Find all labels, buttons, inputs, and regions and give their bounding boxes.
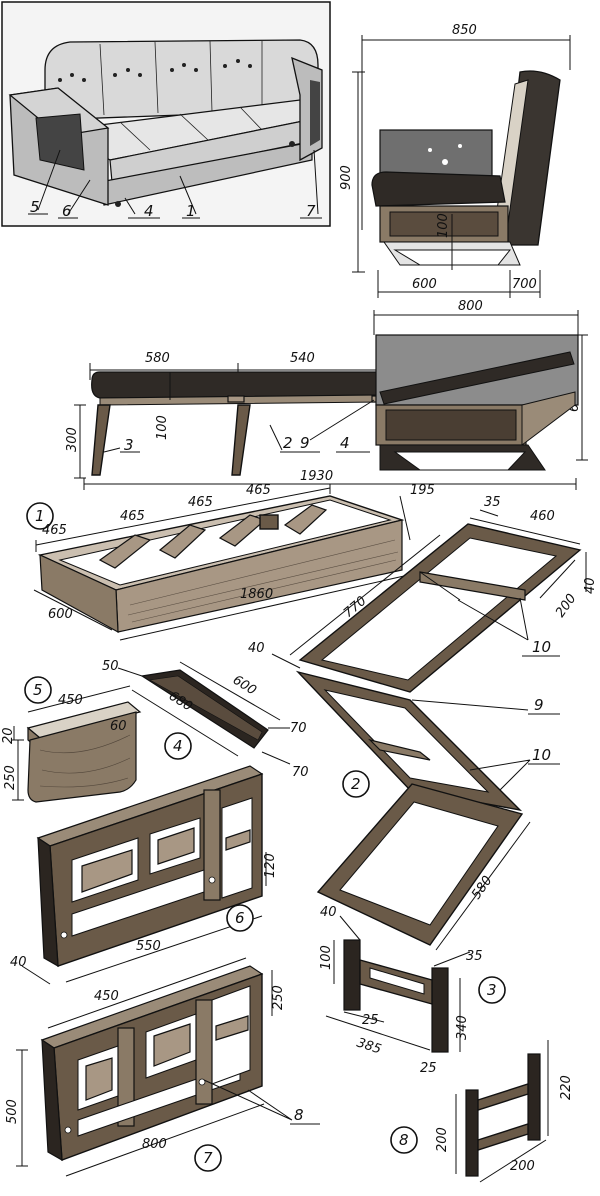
- label-10-a: 10: [532, 638, 551, 656]
- circle-label-2: 2: [351, 775, 361, 793]
- circle-label-5: 5: [33, 681, 43, 699]
- dim-frame8-200-b: 200: [510, 1159, 535, 1174]
- part-3-leg: 40 100 35 25 385 340 25 3: [319, 905, 506, 1076]
- label-4: 4: [144, 202, 154, 220]
- dim-side-100: 100: [436, 213, 451, 238]
- sofa-illustration: 5 6 4 1 7: [1, 1, 331, 227]
- dim-panel-20: 20: [1, 727, 16, 744]
- dim-leg-100: 100: [319, 945, 334, 970]
- dim-70-a: 70: [290, 721, 307, 736]
- circle-label-8: 8: [399, 1131, 409, 1149]
- dim-1860: 1860: [240, 587, 273, 602]
- part-5-armrest-panel: 5 450 60 20 250: [1, 676, 142, 803]
- dim-300: 300: [65, 427, 80, 452]
- dim-sup-600: 600: [230, 673, 259, 699]
- dim-465-a: 465: [42, 523, 67, 538]
- dim-200: 200: [553, 591, 580, 620]
- dim-leg-40: 40: [320, 905, 337, 920]
- dim-340: 340: [455, 1015, 470, 1040]
- dim-700: 700: [512, 277, 537, 292]
- dim-50: 50: [102, 659, 119, 674]
- circle-label-6: 6: [235, 909, 245, 927]
- dim-540: 540: [290, 351, 315, 366]
- dim-unf-100: 100: [155, 415, 170, 440]
- dim-frame6-40: 40: [10, 955, 27, 970]
- dim-frame2-40b: 40: [248, 641, 265, 656]
- circle-label-1: 1: [35, 507, 45, 525]
- label-8: 8: [294, 1106, 304, 1124]
- label-9-b: 9: [534, 696, 544, 714]
- dim-frame1-600: 600: [48, 607, 73, 622]
- dim-465-d: 465: [246, 483, 271, 498]
- label-1: 1: [186, 202, 196, 220]
- label-9-a: 9: [300, 434, 310, 452]
- dim-panel-60: 60: [110, 719, 127, 734]
- dim-195: 195: [410, 483, 435, 498]
- dim-frame7-800: 800: [142, 1137, 167, 1152]
- label-7: 7: [306, 202, 316, 220]
- dim-1930: 1930: [300, 469, 333, 484]
- unfolded-view: 580 540 800 600 300 100 1930 3 2 9: [65, 299, 588, 490]
- dim-220: 220: [559, 1075, 574, 1100]
- dim-465-c: 465: [188, 495, 213, 510]
- dim-500: 500: [5, 1099, 20, 1124]
- part-8-small-frame: 220 200 200 8: [390, 1040, 574, 1183]
- dim-leg-25-b: 25: [420, 1061, 437, 1076]
- dim-frame2-40: 40: [583, 577, 598, 594]
- dim-frame7-250: 250: [271, 985, 286, 1010]
- dim-550: 550: [136, 939, 161, 954]
- frame-2-lift: 35 460 40 200 770 40 580 10 9 10 2: [248, 495, 598, 951]
- part-6-side-frame: 120 550 40 6: [10, 765, 278, 985]
- dim-900: 900: [339, 165, 354, 190]
- dim-70-b: 70: [292, 765, 309, 780]
- dim-385: 385: [355, 1036, 383, 1058]
- label-4-a: 4: [340, 434, 350, 452]
- label-6: 6: [62, 202, 72, 220]
- dim-35-top: 35: [484, 495, 501, 510]
- circle-label-4: 4: [173, 737, 183, 755]
- dim-120: 120: [263, 853, 278, 878]
- dim-465-b: 465: [120, 509, 145, 524]
- circle-label-7: 7: [203, 1149, 213, 1167]
- dim-600: 600: [412, 277, 437, 292]
- frame-1-seat: 1 465 465 465 465 195 600 1860: [26, 483, 435, 641]
- dim-800: 800: [458, 299, 483, 314]
- part-4-support: 50 600 680 70 70 4: [102, 659, 309, 780]
- label-5: 5: [30, 198, 40, 216]
- dim-panel-250: 250: [3, 765, 18, 790]
- side-view: 850 900 100 600 700: [339, 23, 571, 298]
- dim-frame7-450: 450: [94, 989, 119, 1004]
- circle-label-3: 3: [487, 981, 497, 999]
- label-3-a: 3: [124, 436, 134, 454]
- dim-850: 850: [452, 23, 477, 38]
- part-7-side-frame: 450 250 500 800 8 7: [5, 957, 320, 1177]
- label-2-a: 2: [283, 434, 293, 452]
- dim-580: 580: [145, 351, 170, 366]
- dim-leg-25-a: 25: [362, 1013, 379, 1028]
- dim-panel-450: 450: [58, 693, 83, 708]
- dim-leg-35: 35: [466, 949, 483, 964]
- dim-460: 460: [530, 509, 555, 524]
- dim-frame8-200-a: 200: [435, 1127, 450, 1152]
- label-10-b: 10: [532, 746, 551, 764]
